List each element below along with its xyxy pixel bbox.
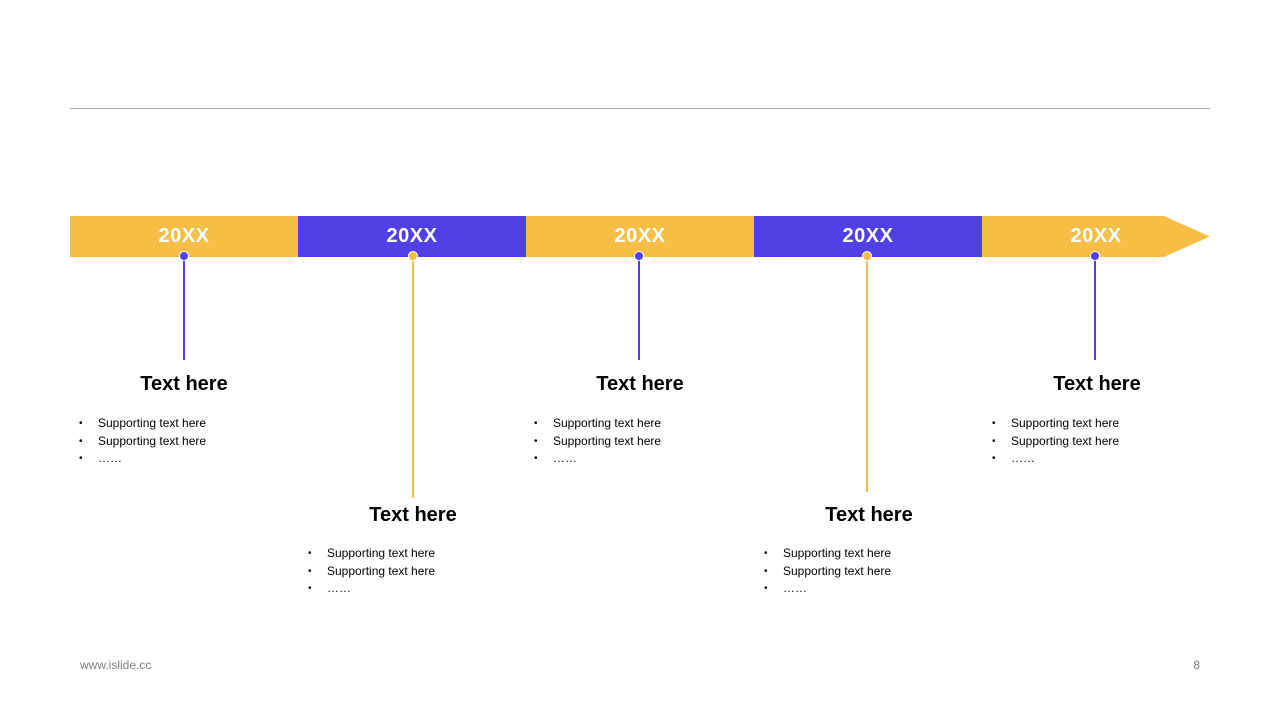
milestone-5-bullets: Supporting text here Supporting text her… (992, 415, 1119, 468)
milestone-3-bullet-1: Supporting text here (534, 415, 661, 433)
top-divider (70, 108, 1210, 109)
timeline-segment-4: 20XX (754, 216, 982, 257)
milestone-4-bullet-2: Supporting text here (764, 563, 891, 581)
milestone-1-title: Text here (140, 373, 228, 395)
milestone-4-bullet-1: Supporting text here (764, 545, 891, 563)
timeline-year-5: 20XX (1070, 225, 1122, 247)
milestone-2-title: Text here (369, 504, 457, 526)
milestone-4-bullet-3: …… (764, 580, 891, 598)
milestone-1-dot (179, 251, 189, 261)
milestone-1-bullets: Supporting text here Supporting text her… (79, 415, 206, 468)
milestone-4-connector (866, 257, 868, 492)
page-number: 8 (1193, 658, 1200, 672)
milestone-5-title: Text here (1053, 373, 1141, 395)
milestone-5-bullet-1: Supporting text here (992, 415, 1119, 433)
timeline-year-1: 20XX (158, 225, 210, 247)
milestone-3-bullet-3: …… (534, 450, 661, 468)
milestone-2-dot (408, 251, 418, 261)
timeline-year-2: 20XX (386, 225, 438, 247)
milestone-3-dot (634, 251, 644, 261)
timeline-segment-5-arrow: 20XX (982, 216, 1210, 257)
timeline-segment-3: 20XX (526, 216, 754, 257)
timeline-year-4: 20XX (842, 225, 894, 247)
milestone-3-title: Text here (596, 373, 684, 395)
milestone-5-dot (1090, 251, 1100, 261)
milestone-3-bullets: Supporting text here Supporting text her… (534, 415, 661, 468)
milestone-2-bullet-3: …… (308, 580, 435, 598)
timeline-segment-2: 20XX (298, 216, 526, 257)
milestone-3-connector (638, 257, 640, 360)
milestone-2-connector (412, 257, 414, 498)
milestone-4-bullets: Supporting text here Supporting text her… (764, 545, 891, 598)
milestone-1-bullet-2: Supporting text here (79, 433, 206, 451)
milestone-3-bullet-2: Supporting text here (534, 433, 661, 451)
timeline-year-3: 20XX (614, 225, 666, 247)
milestone-2-bullet-2: Supporting text here (308, 563, 435, 581)
milestone-5-bullet-3: …… (992, 450, 1119, 468)
milestone-4-dot (862, 251, 872, 261)
milestone-4-title: Text here (825, 504, 913, 526)
milestone-2-bullet-1: Supporting text here (308, 545, 435, 563)
milestone-2-bullets: Supporting text here Supporting text her… (308, 545, 435, 598)
milestone-1-bullet-1: Supporting text here (79, 415, 206, 433)
milestone-5-connector (1094, 257, 1096, 360)
footer-url: www.islide.cc (80, 658, 152, 672)
milestone-5-bullet-2: Supporting text here (992, 433, 1119, 451)
milestone-1-connector (183, 257, 185, 360)
timeline-segment-1: 20XX (70, 216, 298, 257)
milestone-1-bullet-3: …… (79, 450, 206, 468)
